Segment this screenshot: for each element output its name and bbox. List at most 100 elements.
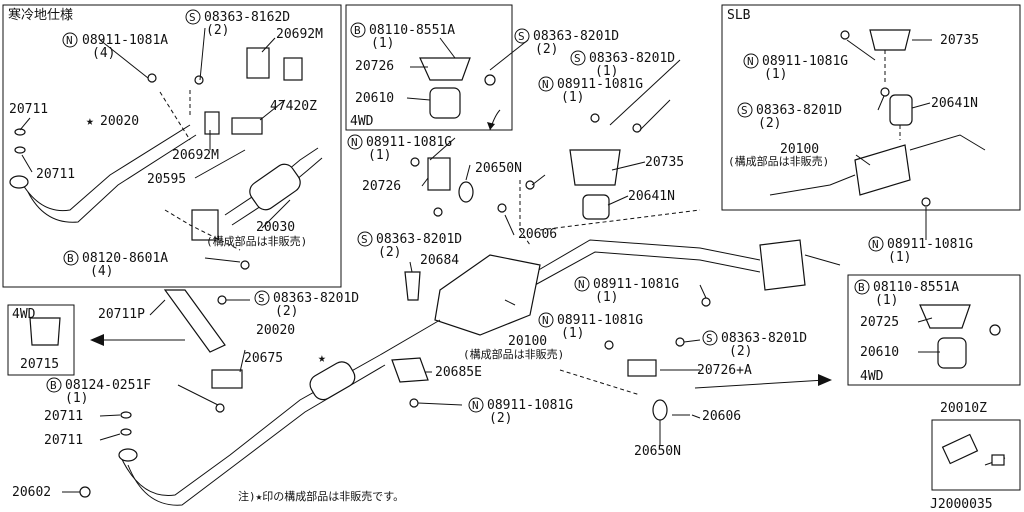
nut-icon bbox=[590, 113, 600, 123]
s-marker-letter: S bbox=[258, 292, 265, 305]
leader-line bbox=[149, 299, 166, 316]
rubber-ring-shape bbox=[652, 399, 668, 421]
part-label: 20020 bbox=[256, 323, 295, 338]
not-sold-note: (構成部品は非販売) bbox=[463, 347, 564, 361]
cold-spec-frame bbox=[2, 4, 342, 288]
s-marker-letter: S bbox=[574, 52, 581, 65]
part-label: 20606 bbox=[702, 409, 741, 424]
qty-label: (1) bbox=[561, 90, 584, 105]
part-label: 47420Z bbox=[270, 99, 317, 114]
leader-line bbox=[406, 97, 431, 101]
leader-line bbox=[611, 161, 646, 171]
part-label: 20602 bbox=[12, 485, 51, 500]
bolt-icon bbox=[240, 260, 250, 270]
leader-line bbox=[439, 37, 456, 59]
leader-line bbox=[504, 214, 515, 236]
gasket-ring-shape bbox=[120, 428, 132, 436]
b-marker-icon bbox=[350, 22, 366, 38]
leader-line bbox=[846, 39, 876, 61]
leader-line bbox=[699, 284, 707, 299]
bracket-shape bbox=[419, 57, 471, 81]
s-marker-icon bbox=[514, 28, 530, 44]
qty-label: (2) bbox=[489, 411, 512, 426]
n-marker-icon bbox=[538, 76, 554, 92]
star-icon: ★ bbox=[86, 114, 94, 129]
leader-line bbox=[877, 95, 885, 111]
bracket-shape bbox=[427, 157, 451, 191]
part-label: 08363-8201D bbox=[533, 29, 619, 44]
part-label: 08110-8551A bbox=[369, 23, 455, 38]
leader-line bbox=[239, 349, 246, 373]
heat-shield-shape bbox=[391, 357, 429, 383]
qty-label: (2) bbox=[275, 304, 298, 319]
part-label: 20692M bbox=[276, 27, 323, 42]
leader-line bbox=[489, 39, 529, 71]
leader-line bbox=[409, 261, 413, 273]
part-label: 20606 bbox=[518, 227, 557, 242]
s-marker-icon bbox=[702, 330, 718, 346]
catalyst-shape bbox=[309, 361, 356, 401]
b-marker-letter: B bbox=[50, 379, 57, 392]
part-label: 08911-1081G bbox=[593, 277, 679, 292]
n-marker-letter: N bbox=[472, 399, 479, 412]
sensor-body-shape bbox=[941, 433, 979, 465]
part-label: 20735 bbox=[940, 33, 979, 48]
part-label: 08911-1081A bbox=[82, 33, 168, 48]
muffler-shape bbox=[854, 144, 911, 196]
leader-line bbox=[99, 433, 121, 441]
gasket-shape bbox=[283, 57, 303, 81]
front-pipe-shape bbox=[19, 124, 191, 212]
leader-line bbox=[639, 99, 671, 131]
leader-line bbox=[19, 117, 31, 131]
rubber-mount-shape bbox=[889, 94, 913, 126]
diagram-id: J2000035 bbox=[930, 497, 993, 512]
bolt-icon bbox=[194, 75, 204, 85]
qty-label: (2) bbox=[729, 344, 752, 359]
s-marker-letter: S bbox=[361, 233, 368, 246]
part-label: 20725 bbox=[860, 315, 899, 330]
s-marker-icon bbox=[185, 9, 201, 25]
part-label: 20711 bbox=[44, 433, 83, 448]
leader-line bbox=[21, 154, 33, 173]
leader-line bbox=[504, 299, 516, 306]
flange-shape bbox=[9, 175, 29, 189]
part-label: 20650N bbox=[475, 161, 522, 176]
b-marker-letter: B bbox=[67, 252, 74, 265]
center-pipe-shape-2 bbox=[534, 251, 761, 286]
n-marker-letter: N bbox=[542, 78, 549, 91]
part-label: 08911-1081G bbox=[487, 398, 573, 413]
bolt-icon bbox=[217, 295, 227, 305]
nut-icon bbox=[921, 197, 931, 207]
leader-line bbox=[911, 102, 931, 109]
part-label: 08911-1081G bbox=[557, 77, 643, 92]
tail-pipe-shape bbox=[804, 254, 841, 266]
part-label: 20641N bbox=[628, 189, 675, 204]
part-label: 20641N bbox=[931, 96, 978, 111]
part-label: 20100 bbox=[508, 334, 547, 349]
s-marker-letter: S bbox=[706, 332, 713, 345]
front-pipe-shape-2 bbox=[127, 364, 386, 506]
part-label: 20685E bbox=[435, 365, 482, 380]
part-label: 08363-8201D bbox=[376, 232, 462, 247]
s-marker-icon bbox=[570, 50, 586, 66]
qty-label: (2) bbox=[535, 42, 558, 57]
part-label: 20726 bbox=[355, 59, 394, 74]
bolt-icon bbox=[497, 203, 507, 213]
flange-shape bbox=[118, 448, 138, 462]
n-marker-letter: N bbox=[351, 136, 358, 149]
leader-line bbox=[691, 414, 701, 419]
center-muffler-shape bbox=[434, 254, 541, 336]
bolt-icon bbox=[880, 87, 890, 97]
leader-line bbox=[609, 59, 681, 126]
part-label: 20684 bbox=[420, 253, 459, 268]
leader-line bbox=[465, 164, 471, 181]
4wd-label: 4WD bbox=[12, 307, 36, 322]
bracket-shape bbox=[163, 289, 226, 353]
4wd-label: 4WD bbox=[860, 369, 884, 384]
hanger-bracket-shape bbox=[569, 149, 621, 186]
part-label: 08911-1081G bbox=[762, 54, 848, 69]
s-marker-letter: S bbox=[741, 104, 748, 117]
pipe-shape bbox=[769, 174, 856, 196]
leader-line bbox=[199, 27, 206, 81]
